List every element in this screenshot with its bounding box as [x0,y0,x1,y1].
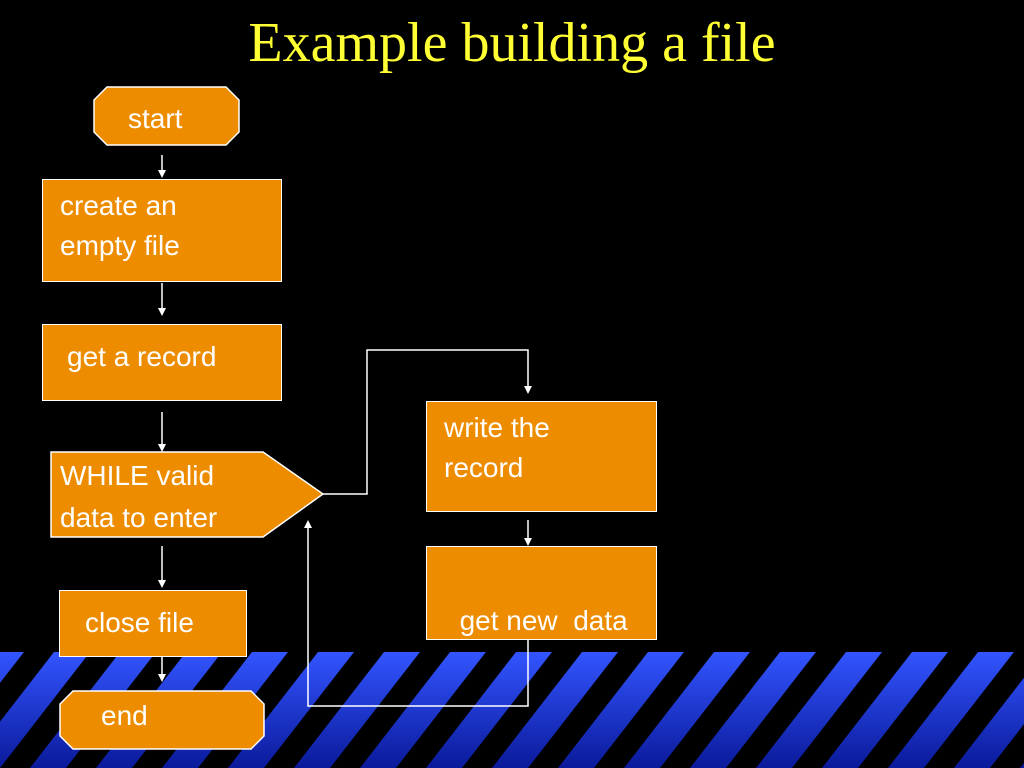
stripe [792,652,912,768]
create-file-label: create an empty file [60,190,180,261]
stripe [0,652,54,722]
create-file-process: create an empty file [42,179,282,282]
end-terminal [59,690,265,750]
stripe [330,652,450,768]
arrow-loop-back-to-while [304,520,529,707]
stripe [462,652,582,768]
stripe [858,652,978,768]
stripe [660,652,780,768]
end-label: end [101,700,148,731]
stripe [924,652,1024,768]
while-decision [50,451,325,538]
write-record-label: write the record [444,412,550,483]
start-terminal [93,86,240,146]
stripe [396,652,516,768]
write-record-process: write the record [426,401,657,512]
stripe [990,724,1024,768]
arrow-while-to-write [322,349,532,495]
close-file-process: close file [59,590,247,657]
while-label-line2: data to enter [60,502,218,533]
get-new-data-process: get new data [426,546,657,640]
stripe [264,652,384,768]
page-title: Example building a file [248,12,776,74]
close-file-label: close file [85,607,194,638]
get-record-process: get a record [42,324,282,401]
stripe [726,652,846,768]
stripe-lines [0,652,1024,768]
stripe [594,652,714,768]
start-label: start [128,103,183,134]
get-new-data-label: get new data [459,605,628,636]
stripe [528,652,648,768]
while-label-line1: WHILE valid [60,460,215,491]
get-record-label: get a record [67,341,217,372]
